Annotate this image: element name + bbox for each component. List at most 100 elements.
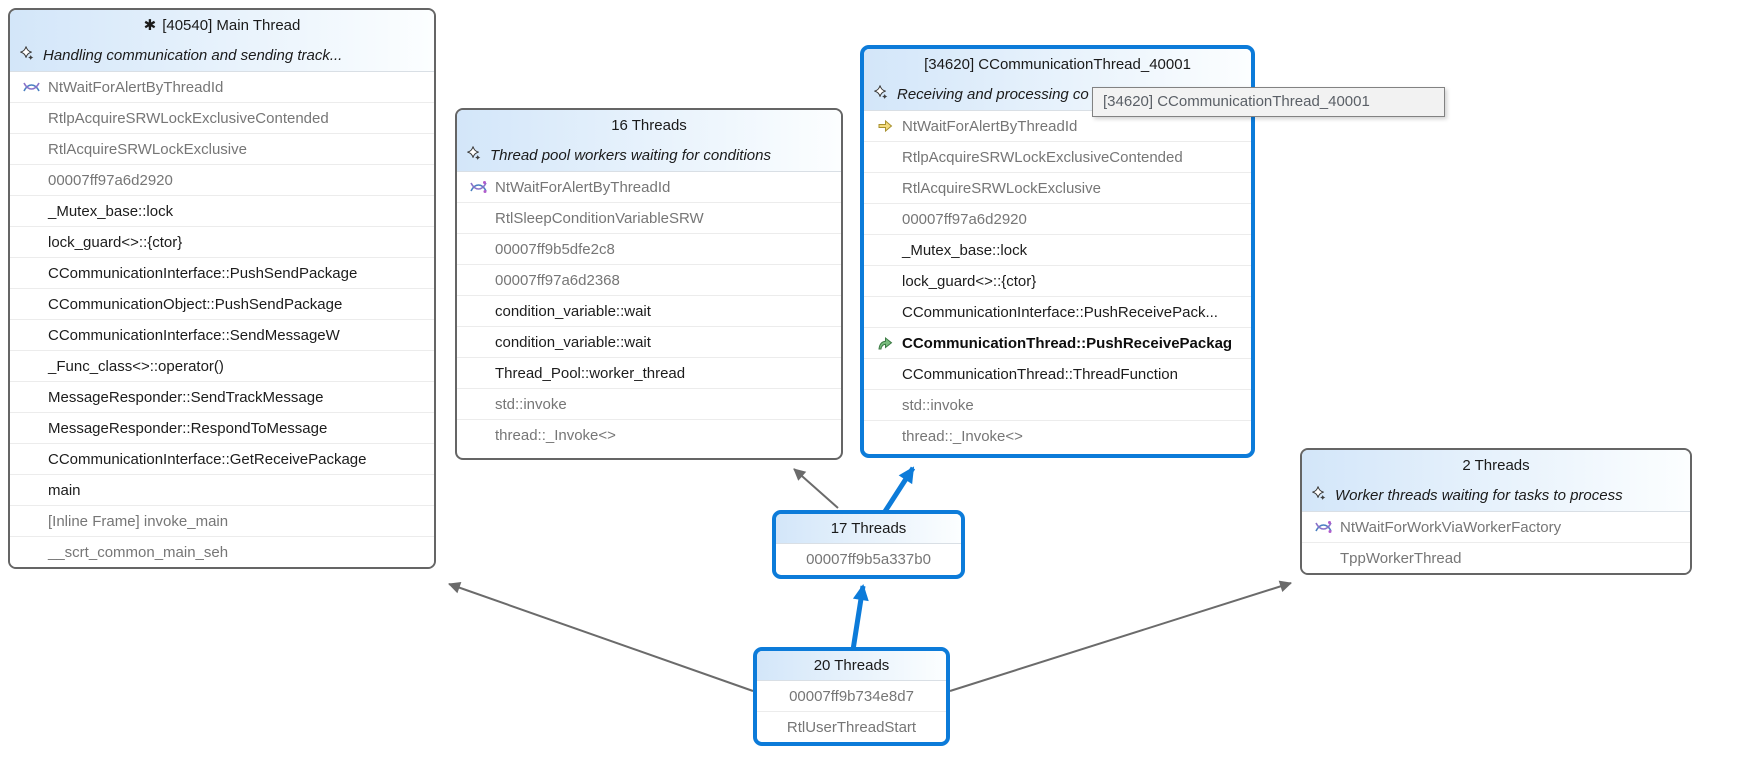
stack-frame-row[interactable]: _Func_class<>::operator() xyxy=(10,350,434,381)
stack-frame-row[interactable]: _Mutex_base::lock xyxy=(864,234,1251,265)
stack-frame-label: MessageResponder::SendTrackMessage xyxy=(48,388,324,406)
stack-frame-label: CCommunicationInterface::PushSendPackage xyxy=(48,264,358,282)
stack-frame-row[interactable]: lock_guard<>::{ctor} xyxy=(10,226,434,257)
stack-frame-row[interactable]: MessageResponder::RespondToMessage xyxy=(10,412,434,443)
stack-frame-row[interactable]: std::invoke xyxy=(864,389,1251,420)
stack-frame-row[interactable]: CCommunicationThread::PushReceivePackag xyxy=(864,327,1251,358)
stack-frame-label: _Mutex_base::lock xyxy=(48,202,174,220)
stack-frame-row[interactable]: RtlUserThreadStart xyxy=(757,711,946,742)
stack-box-header[interactable]: 17 Threads xyxy=(776,514,961,544)
stack-box-header[interactable]: ✱ [40540] Main Thread Handling communica… xyxy=(10,10,434,72)
stack-frame-label: Thread_Pool::worker_thread xyxy=(495,364,686,382)
stack-frame-label: 00007ff9b734e8d7 xyxy=(789,687,914,705)
stack-frame-label: NtWaitForAlertByThreadId xyxy=(48,78,224,96)
stack-frame-row[interactable]: thread::_Invoke<> xyxy=(457,419,841,450)
stack-box-header[interactable]: [34620] CCommunicationThread_40001 Recei… xyxy=(864,49,1251,111)
stack-frame-label: 00007ff97a6d2920 xyxy=(902,210,1027,228)
stack-frame-row[interactable]: thread::_Invoke<> xyxy=(864,420,1251,451)
stack-frame-row[interactable]: RtlSleepConditionVariableSRW xyxy=(457,202,841,233)
edge-17threads-to-16threads xyxy=(793,468,839,509)
stack-frame-label: condition_variable::wait xyxy=(495,333,651,351)
stack-frame-label: [Inline Frame] invoke_main xyxy=(48,512,229,530)
thread-box-title: 17 Threads xyxy=(776,514,961,543)
thread-activity-label: Worker threads waiting for tasks to proc… xyxy=(1335,487,1623,504)
thread-box-title: 20 Threads xyxy=(757,651,946,680)
stack-frame-label: RtlAcquireSRWLockExclusive xyxy=(902,179,1101,197)
edge-20threads-to-17threads-highlighted xyxy=(850,584,869,651)
thread-activity-label: Thread pool workers waiting for conditio… xyxy=(490,147,771,164)
stack-frame-label: RtlpAcquireSRWLockExclusiveContended xyxy=(48,109,329,127)
stack-frame-row[interactable]: CCommunicationThread::ThreadFunction xyxy=(864,358,1251,389)
stack-frame-row[interactable]: _Mutex_base::lock xyxy=(10,195,434,226)
thread-activity-row: Thread pool workers waiting for conditio… xyxy=(457,140,841,171)
stack-frame-row[interactable]: lock_guard<>::{ctor} xyxy=(864,265,1251,296)
stack-frame-row[interactable]: TppWorkerThread xyxy=(1302,542,1690,573)
stack-frame-label: CCommunicationThread::ThreadFunction xyxy=(902,365,1178,383)
stack-frame-label: _Mutex_base::lock xyxy=(902,241,1028,259)
stack-frame-label: TppWorkerThread xyxy=(1340,549,1462,567)
thread-activity-icon xyxy=(19,46,34,65)
stack-frame-row[interactable]: NtWaitForAlertByThreadId xyxy=(10,72,434,102)
stack-frame-label: _Func_class<>::operator() xyxy=(48,357,224,375)
stack-frame-label: CCommunicationInterface::GetReceivePacka… xyxy=(48,450,367,468)
stack-frame-row[interactable]: Thread_Pool::worker_thread xyxy=(457,357,841,388)
stack-box-comm-thread: [34620] CCommunicationThread_40001 Recei… xyxy=(860,45,1255,458)
stack-frame-label: NtWaitForAlertByThreadId xyxy=(902,117,1078,135)
stack-frame-label: CCommunicationThread::PushReceivePackag xyxy=(902,334,1233,352)
stack-frame-row[interactable]: main xyxy=(10,474,434,505)
stack-frame-label: MessageResponder::RespondToMessage xyxy=(48,419,328,437)
stack-frame-row[interactable]: CCommunicationInterface::GetReceivePacka… xyxy=(10,443,434,474)
stack-frame-label: RtlSleepConditionVariableSRW xyxy=(495,209,704,227)
stack-frame-row[interactable]: CCommunicationObject::PushSendPackage xyxy=(10,288,434,319)
stack-frame-label: CCommunicationObject::PushSendPackage xyxy=(48,295,343,313)
threads-wait-icon xyxy=(465,180,491,194)
stack-box-main-thread: ✱ [40540] Main Thread Handling communica… xyxy=(8,8,436,569)
stack-frame-row[interactable]: MessageResponder::SendTrackMessage xyxy=(10,381,434,412)
stack-frame-row[interactable]: RtlAcquireSRWLockExclusive xyxy=(10,133,434,164)
thread-activity-row: Receiving and processing co xyxy=(864,79,1251,110)
stack-frame-row[interactable]: std::invoke xyxy=(457,388,841,419)
stack-frame-row[interactable]: 00007ff9b5a337b0 xyxy=(776,544,961,574)
stack-frame-label: condition_variable::wait xyxy=(495,302,651,320)
stack-frame-row[interactable]: 00007ff97a6d2920 xyxy=(864,203,1251,234)
stack-frame-row[interactable]: CCommunicationInterface::PushSendPackage xyxy=(10,257,434,288)
stack-frames: 00007ff9b5a337b0 xyxy=(776,544,961,574)
thread-activity-row: Worker threads waiting for tasks to proc… xyxy=(1302,480,1690,511)
stack-box-header[interactable]: 20 Threads xyxy=(757,651,946,681)
stack-frame-row[interactable]: [Inline Frame] invoke_main xyxy=(10,505,434,536)
stack-frame-label: thread::_Invoke<> xyxy=(902,427,1023,445)
thread-activity-label: Receiving and processing co xyxy=(897,86,1089,103)
stack-frame-row[interactable]: NtWaitForWorkViaWorkerFactory xyxy=(1302,512,1690,542)
current-frame-icon xyxy=(872,336,898,350)
stack-frame-row[interactable]: 00007ff9b5dfe2c8 xyxy=(457,233,841,264)
thread-box-title: 2 Threads xyxy=(1302,450,1690,480)
stack-frame-row[interactable]: CCommunicationInterface::SendMessageW xyxy=(10,319,434,350)
stack-frame-row[interactable]: CCommunicationInterface::PushReceivePack… xyxy=(864,296,1251,327)
thread-activity-icon xyxy=(1311,486,1326,505)
thread-box-title-label: 20 Threads xyxy=(813,657,890,674)
stack-frame-row[interactable]: condition_variable::wait xyxy=(457,326,841,357)
stack-frame-row[interactable]: condition_variable::wait xyxy=(457,295,841,326)
stack-box-2-threads: 2 Threads Worker threads waiting for tas… xyxy=(1300,448,1692,575)
stack-frame-label: RtlUserThreadStart xyxy=(786,718,917,736)
stack-frame-row[interactable]: __scrt_common_main_seh xyxy=(10,536,434,567)
stack-frame-row[interactable]: RtlpAcquireSRWLockExclusiveContended xyxy=(10,102,434,133)
stack-frame-row[interactable]: NtWaitForAlertByThreadId xyxy=(457,172,841,202)
stack-frame-row[interactable]: 00007ff97a6d2368 xyxy=(457,264,841,295)
stack-frame-label: lock_guard<>::{ctor} xyxy=(48,233,183,251)
stack-frame-row[interactable]: 00007ff97a6d2920 xyxy=(10,164,434,195)
edge-20threads-to-main-thread xyxy=(448,581,754,692)
stack-frame-row[interactable]: RtlpAcquireSRWLockExclusiveContended xyxy=(864,141,1251,172)
stack-frame-row[interactable]: RtlAcquireSRWLockExclusive xyxy=(864,172,1251,203)
stack-frame-row[interactable]: NtWaitForAlertByThreadId xyxy=(864,111,1251,141)
stack-box-header[interactable]: 2 Threads Worker threads waiting for tas… xyxy=(1302,450,1690,512)
stack-frame-row[interactable]: 00007ff9b734e8d7 xyxy=(757,681,946,711)
stack-box-header[interactable]: 16 Threads Thread pool workers waiting f… xyxy=(457,110,841,172)
stack-box-17-threads: 17 Threads 00007ff9b5a337b0 xyxy=(772,510,965,579)
current-thread-asterisk-icon: ✱ xyxy=(143,16,157,34)
thread-activity-label: Handling communication and sending track… xyxy=(43,47,343,64)
thread-box-title: [34620] CCommunicationThread_40001 xyxy=(864,49,1251,79)
